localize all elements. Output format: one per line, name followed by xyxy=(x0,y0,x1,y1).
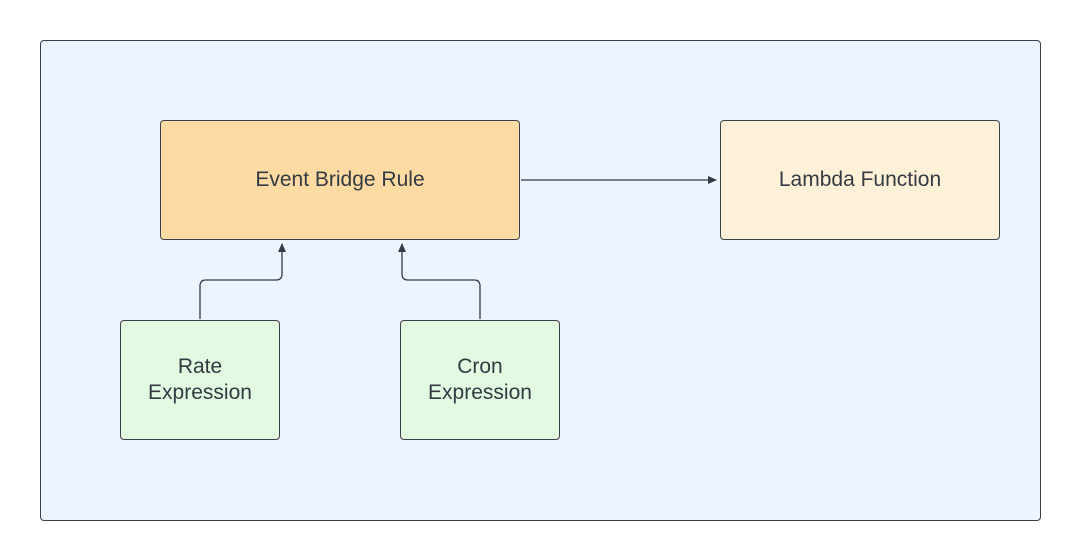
rate-expression-label: Rate Expression xyxy=(148,355,252,404)
lambda-function-node[interactable]: Lambda Function xyxy=(720,120,1000,240)
event-bridge-rule-label: Event Bridge Rule xyxy=(255,168,425,191)
cron-expression-node[interactable]: Cron Expression xyxy=(400,320,560,440)
event-bridge-rule-node[interactable]: Event Bridge Rule xyxy=(160,120,520,240)
lambda-function-label: Lambda Function xyxy=(778,168,942,191)
rate-expression-node[interactable]: Rate Expression xyxy=(120,320,280,440)
diagram-container xyxy=(40,40,1041,521)
cron-expression-label: Cron Expression xyxy=(428,355,532,404)
